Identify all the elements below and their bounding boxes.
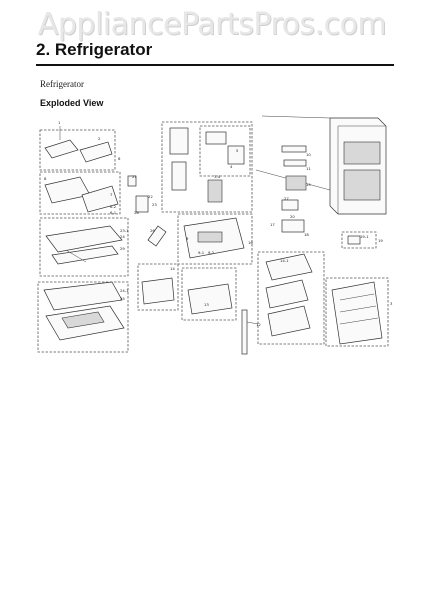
callout-label: 3 bbox=[390, 301, 393, 306]
callout-label: 14-1 bbox=[280, 258, 289, 263]
callout-label: 6 bbox=[118, 156, 121, 161]
callout-label: 22 bbox=[148, 194, 153, 199]
callout-label: 9-2 bbox=[208, 250, 215, 255]
callout-label: 2 bbox=[98, 136, 101, 141]
callout-label: 6-1 bbox=[110, 210, 117, 215]
callout-label: 23 bbox=[152, 202, 157, 207]
callout-label: 3-4 bbox=[214, 174, 221, 179]
callout-label: 26 bbox=[150, 228, 155, 233]
vegetable-drawers bbox=[37, 281, 129, 353]
hinge-parts bbox=[341, 231, 377, 249]
callout-label: 8 bbox=[44, 176, 47, 181]
callout-label: 5 bbox=[236, 148, 239, 153]
crisper-boxes bbox=[137, 263, 237, 321]
callout-label: 15 bbox=[306, 182, 311, 187]
callout-label: 9 bbox=[186, 236, 189, 241]
freezer-door bbox=[325, 277, 389, 347]
callout-label: 4 bbox=[230, 164, 233, 169]
callout-label: 12 bbox=[256, 322, 261, 327]
ice-maker-group bbox=[147, 213, 253, 265]
callout-label: 13 bbox=[204, 302, 209, 307]
callout-label: 11 bbox=[306, 166, 311, 171]
exploded-view-label: Exploded View bbox=[40, 98, 104, 108]
callout-label: 29 bbox=[120, 246, 125, 251]
section-title: 2. Refrigerator bbox=[36, 40, 153, 59]
callout-label: 27 bbox=[284, 196, 289, 201]
callout-label: 23-1 bbox=[120, 228, 129, 233]
refrigerator-cabinet bbox=[255, 115, 387, 215]
callout-label: 7 bbox=[110, 192, 113, 197]
control-panel-group bbox=[127, 121, 253, 213]
callout-label: 14 bbox=[170, 266, 175, 271]
door-bins bbox=[257, 251, 325, 345]
callout-label: 21 bbox=[132, 174, 137, 179]
callout-label: 28 bbox=[134, 210, 139, 215]
callout-label: 1 bbox=[58, 120, 61, 125]
callout-label: 16 bbox=[248, 240, 253, 245]
door-handle bbox=[241, 309, 259, 355]
callout-label: 17 bbox=[270, 222, 275, 227]
shelf-group-top bbox=[39, 126, 116, 171]
subsection-title: Refrigerator bbox=[40, 79, 84, 89]
callout-label: 18 bbox=[304, 232, 309, 237]
vegetable-drawer-cover bbox=[39, 217, 129, 277]
callout-label: 20 bbox=[290, 214, 295, 219]
callout-label: 19-1 bbox=[360, 234, 369, 239]
callout-label: 24-1 bbox=[120, 288, 129, 293]
callout-label: 6-2 bbox=[110, 204, 117, 209]
title-rule bbox=[36, 64, 394, 66]
callout-label: 10 bbox=[306, 152, 311, 157]
callout-label: 19 bbox=[378, 238, 383, 243]
callout-label: 9-1 bbox=[198, 250, 205, 255]
callout-label: 25 bbox=[120, 296, 125, 301]
watermark-logo: AppliancePartsPros.com bbox=[37, 7, 387, 42]
callout-label: 24 bbox=[120, 234, 125, 239]
freezer-parts bbox=[281, 145, 307, 233]
callout-labels: 1 2 3 4 5 6 7 8 9 10 11 12 13 14 15 16 1… bbox=[44, 120, 393, 327]
shelf-group-glass bbox=[39, 171, 121, 215]
